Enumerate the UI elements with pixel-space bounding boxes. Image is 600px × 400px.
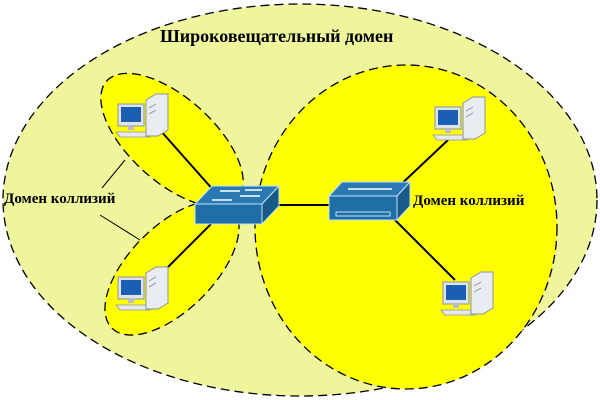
hub-icon <box>327 180 412 222</box>
link <box>159 129 216 193</box>
label-pointer <box>101 159 126 189</box>
broadcast-domain-title: Широковещательный домен <box>160 26 394 46</box>
collision-domain-label-left: Домен коллизий <box>4 191 116 207</box>
label-pointer <box>99 214 141 241</box>
link <box>394 219 456 281</box>
collision-domain-right <box>254 64 558 390</box>
switch-icon <box>193 184 281 226</box>
collision-domain-label-right: Домен коллизий <box>413 193 525 209</box>
link <box>159 219 216 276</box>
